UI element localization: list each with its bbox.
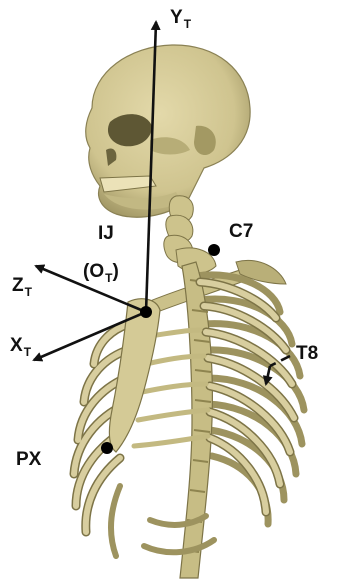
skeleton-illustration (74, 45, 304, 578)
x-axis-label: XT (10, 336, 31, 355)
ij-label: IJ (98, 224, 114, 243)
px-label: PX (16, 450, 41, 469)
t8-label: T8 (296, 344, 318, 363)
origin-label: (OT) (83, 262, 119, 281)
y-axis-label: YT (170, 8, 191, 27)
rib-cage-front (74, 282, 294, 532)
sternum (109, 299, 160, 452)
c7-marker (208, 244, 220, 256)
cervical-spine (164, 196, 216, 273)
origin-ij-marker (140, 306, 152, 318)
skull (86, 45, 250, 217)
px-marker (101, 442, 113, 454)
c7-label: C7 (229, 222, 253, 241)
z-axis-label: ZT (12, 276, 32, 295)
